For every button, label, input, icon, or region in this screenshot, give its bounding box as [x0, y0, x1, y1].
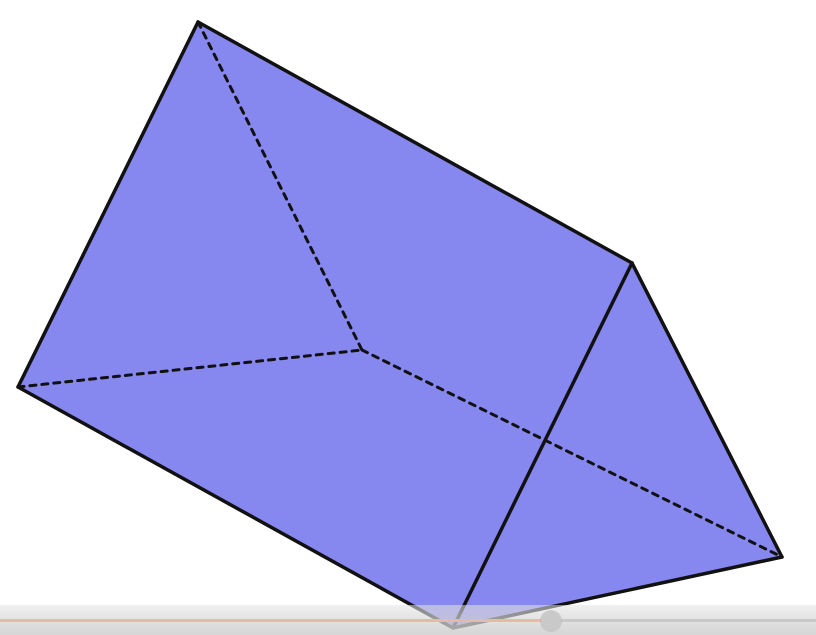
progress-fill [0, 619, 551, 622]
hidden-edge-apex-to-center [196, 20, 364, 352]
prism-top-face [18, 22, 632, 628]
hidden-edge-left-to-center [16, 348, 364, 389]
prism-front-face [453, 263, 782, 628]
edge-bottom-left [16, 385, 455, 630]
edge-top-ridge [196, 20, 634, 265]
video-progress-bar[interactable] [0, 605, 816, 635]
edge-front-right [630, 261, 784, 559]
progress-scrubber-handle[interactable] [541, 611, 561, 631]
edge-back-left [16, 20, 200, 389]
edge-front-vertical [451, 261, 634, 630]
hidden-edge-center-to-right [360, 348, 784, 559]
